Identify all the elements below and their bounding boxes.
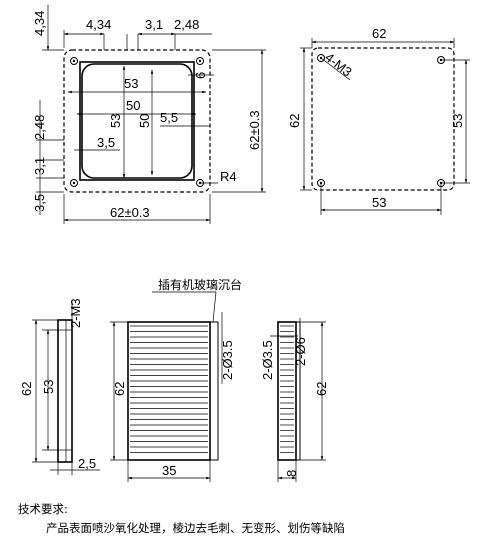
rear-m3-holes — [317, 54, 445, 187]
dim-top-2-48: 2,48 — [174, 17, 199, 32]
side-dim-outer: 62 — [19, 382, 34, 396]
section-fins — [280, 325, 294, 453]
fin-view: 插有机玻璃沉台 2-Ø3.5 62 35 — [110, 277, 242, 482]
section-view: 2-Ø3.5 2-Ø6 62 8 — [260, 318, 329, 482]
dim-3-5: 3,5 — [97, 135, 115, 150]
fin-dim-width: 35 — [162, 463, 176, 478]
dim-6: 6 — [193, 72, 208, 79]
dim-vert-50: 50 — [137, 114, 152, 128]
dim-top-3-1: 3,1 — [145, 17, 163, 32]
fin-annotation: 插有机玻璃沉台 — [158, 277, 242, 292]
rear-dim-width: 62 — [372, 26, 386, 41]
side-dim-bottom: 2,5 — [78, 456, 96, 471]
front-view: 4,34 3,1 2,48 4,34 53 50 53 50 5,5 6 3,5 — [32, 5, 266, 224]
rear-dim-hole-v: 53 — [450, 114, 465, 128]
front-outer-contour — [63, 49, 211, 193]
section-dim-height: 62 — [314, 382, 329, 396]
side-thread-callout: 2-M3 — [68, 298, 83, 328]
section-dim-bottom: 8 — [284, 470, 299, 477]
notes-body: 产品表面喷沙氧化处理，棱边去毛刺、无变形、划伤等缺陷 — [46, 521, 345, 535]
front-window-cutout — [81, 63, 193, 179]
fin-dim-height: 62 — [112, 382, 127, 396]
rear-hole-callout: 4-M3 — [322, 50, 355, 80]
side-view: 2-M3 62 53 2,5 — [19, 298, 100, 475]
side-profile — [57, 319, 73, 463]
front-mounting-holes — [70, 57, 204, 187]
rear-view: 62 62 53 53 4-M3 — [287, 26, 470, 215]
section-body — [277, 321, 297, 461]
notes-title: 技术要求: — [18, 502, 68, 516]
rear-dim-hole-h: 53 — [372, 195, 386, 210]
radius-label: R4 — [220, 169, 237, 184]
dim-left-3-5: 3,5 — [32, 194, 47, 212]
rear-dim-height: 62 — [287, 114, 302, 128]
dim-top-4-34: 4,34 — [86, 17, 111, 32]
dim-height-62: 62±0.3 — [247, 110, 262, 150]
section-callout-a: 2-Ø3.5 — [260, 340, 275, 380]
front-inner-frame — [79, 61, 195, 181]
dim-5-5: 5,5 — [160, 110, 178, 125]
heatsink-fins — [130, 325, 208, 453]
dim-left-2-48: 2,48 — [32, 115, 47, 140]
section-callout-b: 2-Ø6 — [293, 337, 308, 366]
dim-inner-50: 50 — [126, 98, 140, 113]
side-dim-inner: 53 — [41, 380, 56, 394]
rear-outer-contour — [311, 47, 455, 191]
dim-width-62: 62±0.3 — [110, 205, 150, 220]
technical-requirements: 技术要求: 产品表面喷沙氧化处理，棱边去毛刺、无变形、划伤等缺陷 — [18, 500, 345, 538]
fin-hole-callout: 2-Ø3.5 — [220, 340, 235, 380]
dim-left-top-4-34: 4,34 — [32, 11, 47, 36]
dim-left-3-1: 3,1 — [32, 157, 47, 175]
dim-vert-53: 53 — [108, 114, 123, 128]
dim-inner-53: 53 — [124, 76, 138, 91]
